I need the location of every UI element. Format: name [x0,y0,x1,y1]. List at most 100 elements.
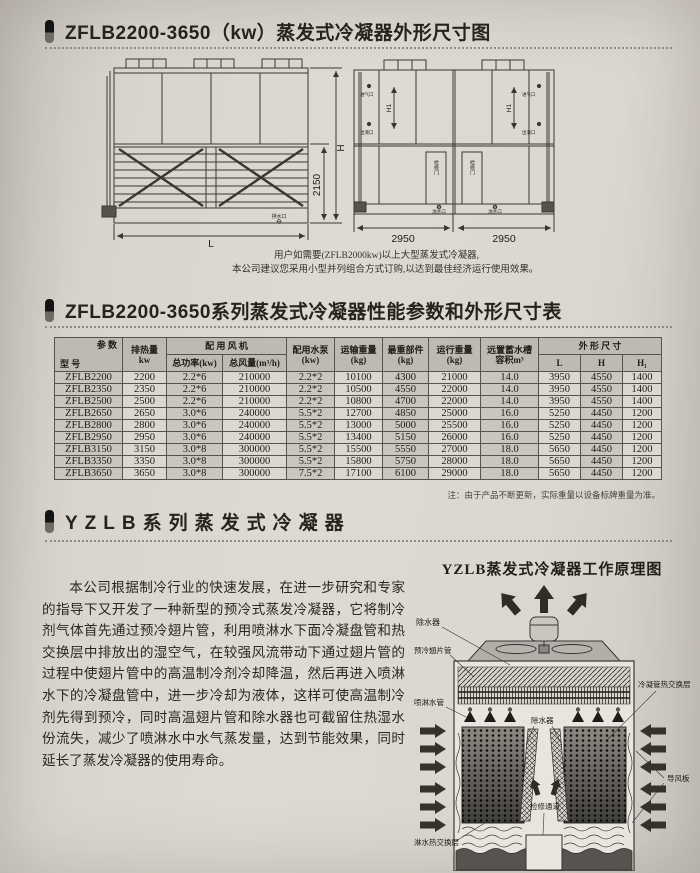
col-header-transport: 运输重量(kg) [334,337,384,372]
value-cell: 4550 [580,395,624,408]
corner-param-label: 参 数 [96,340,117,350]
purchase-note-line2: 本公司建议您采用小型并列组合方式订购,以达到最佳经济运行使用效果。 [232,264,539,275]
side-dim-H1-left: H1 [386,103,393,112]
model-cell: ZFLB2950 [54,431,123,444]
label-eliminator-top: 除水器 [416,617,440,627]
model-cell: ZFLB3150 [54,443,123,456]
side-access-door-right: 检修门 [469,159,475,176]
value-cell: 13400 [334,431,384,444]
value-cell: 7.5*2 [286,467,336,480]
value-cell: 1200 [622,431,663,444]
section1-header: ZFLB2200-3650（kw）蒸发式冷凝器外形尺寸图 [45,18,491,45]
corner-model-label: 型 号 [60,359,81,369]
front-dim-2150: 2150 [312,173,323,196]
value-cell: 4850 [382,407,430,420]
value-cell: 5250 [538,419,582,432]
value-cell: 2.2*6 [166,383,223,396]
value-cell: 2650 [122,407,167,420]
value-cell: 5650 [538,467,582,480]
value-cell: 3950 [538,395,582,408]
value-cell: 2.2*2 [286,395,336,408]
front-dim-L: L [208,239,214,248]
value-cell: 5000 [382,419,430,432]
col-header-pump: 配用水泵(kw) [286,337,336,372]
col-header-tank: 远置蓄水槽容积m³ [480,337,540,372]
value-cell: 2.2*2 [286,383,336,396]
label-eliminator-mid: 除水器 [531,715,554,725]
value-cell: 5550 [382,443,430,456]
front-view-drawing: H 2150 L 排水口 [101,58,346,248]
spray-nozzles [464,707,624,722]
side-access-door-left: 检修门 [433,159,439,176]
value-cell: 10100 [334,371,384,384]
value-cell: 25500 [428,419,482,432]
value-cell: 14.0 [480,371,540,384]
value-cell: 5750 [382,455,430,468]
value-cell: 2500 [122,395,167,408]
value-cell: 2800 [122,419,167,432]
value-cell: 4550 [580,371,624,384]
value-cell: 300000 [221,443,288,456]
purchase-note-line1: 用户如需要(ZFLB2000kw)以上大型蒸发式冷凝器, [274,251,480,261]
section-marker-icon [45,299,54,322]
label-coil-layer: 冷凝管热交换层 [638,679,691,689]
value-cell: 210000 [221,371,288,384]
value-cell: 3.0*6 [166,407,223,420]
value-cell: 28000 [428,455,482,468]
col-header-heaviest: 最重部件(kg) [382,337,430,372]
value-cell: 4450 [580,407,624,420]
value-cell: 3950 [538,371,582,384]
principle-title: YZLB蒸发式冷凝器工作原理图 [441,562,663,578]
intro-paragraph: 本公司根据制冷行业的快速发展，在进一步研究和专家的指导下又开发了一种新型的预冷式… [42,580,405,768]
value-cell: 2.2*2 [286,371,336,384]
value-cell: 5.5*2 [286,455,336,468]
model-cell: ZFLB2800 [54,419,123,432]
value-cell: 6100 [382,467,430,480]
value-cell: 240000 [221,431,288,444]
value-cell: 1200 [622,419,663,432]
value-cell: 2.2*6 [166,371,223,384]
value-cell: 4450 [580,443,624,456]
side-dim-H1-right: H1 [506,103,513,112]
side-inlet-label-left: 进气口 [360,91,374,98]
section-marker-icon [45,510,54,533]
col-header-fan-flow: 总风量(m³/h) [221,354,288,372]
value-cell: 210000 [221,383,288,396]
section2-title: ZFLB2200-3650系列蒸发式冷凝器性能参数和外形尺寸表 [65,302,562,323]
value-cell: 2.2*6 [166,395,223,408]
value-cell: 16.0 [480,407,540,420]
section3-title: YZLB系列蒸发式冷凝器 [65,513,351,534]
value-cell: 16.0 [480,431,540,444]
value-cell: 3.0*8 [166,455,223,468]
value-cell: 2950 [122,431,167,444]
value-cell: 16.0 [480,419,540,432]
value-cell: 22000 [428,383,482,396]
value-cell: 26000 [428,431,482,444]
value-cell: 3.0*6 [166,419,223,432]
value-cell: 1400 [622,383,663,396]
label-spray-pipe: 喷淋水管 [414,697,444,707]
model-cell: ZFLB3650 [54,467,123,480]
value-cell: 4450 [580,455,624,468]
model-cell: ZFLB3350 [54,455,123,468]
value-cell: 4550 [580,383,624,396]
value-cell: 5150 [382,431,430,444]
model-cell: ZFLB2200 [54,371,123,384]
col-header-L: L [538,354,582,372]
value-cell: 4300 [382,371,430,384]
side-outlet-label-right: 出液口 [522,129,536,136]
value-cell: 4450 [580,467,624,480]
side-overflow-left: 溢水口 [432,208,446,215]
section3-header: YZLB系列蒸发式冷凝器 [45,508,351,535]
value-cell: 5.5*2 [286,443,336,456]
value-cell: 300000 [221,455,288,468]
air-inlet-arrows [420,724,666,832]
col-header-H1: H₁ [622,354,663,372]
